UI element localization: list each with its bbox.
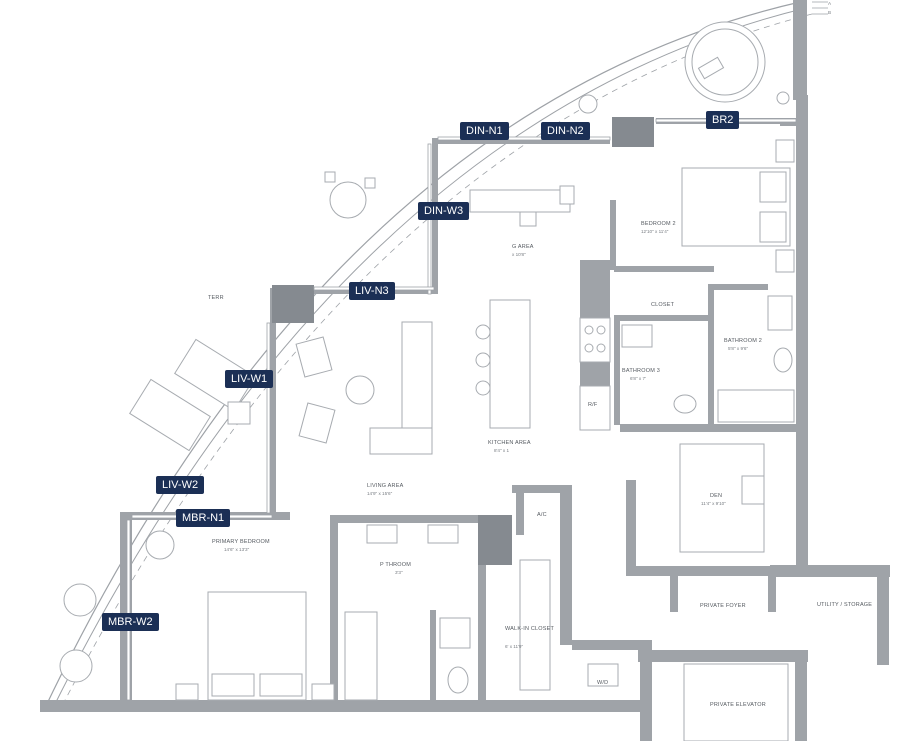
room-label-bathroom2: BATHROOM 2 [724,338,762,344]
room-label-den: DEN [710,493,722,499]
structural-columns [272,117,654,565]
terrace-furniture [59,21,790,683]
room-label-bedroom2: BEDROOM 2 [641,221,676,227]
room-label-bathroom3: BATHROOM 3 [622,368,660,374]
room-size-primary-bedroom: 14'6" x 13'3" [224,547,250,552]
bedroom2-furniture [681,139,795,273]
room-label-dining: G AREA [512,244,534,250]
terrace-outline [43,1,828,711]
marker-din-n2[interactable]: DIN-N2 [541,122,590,140]
room-label-living: LIVING AREA [367,483,404,489]
marker-liv-w1[interactable]: LIV-W1 [225,370,274,388]
marker-liv-w2[interactable]: LIV-W2 [156,476,205,494]
marker-mbr-n1[interactable]: MBR-N1 [176,509,231,527]
appliance-label-fridge: R/F [588,402,598,408]
room-size-bathroom3: 6'8" x 7' [630,376,646,381]
room-label-private-foyer: PRIVATE FOYER [700,603,746,609]
room-label-kitchen: KITCHEN AREA [488,440,531,446]
room-label-private-elevator: PRIVATE ELEVATOR [710,702,766,708]
room-label-closet: CLOSET [651,302,675,308]
kitchen-counter [579,317,611,431]
primary-bedroom-furniture [175,591,335,701]
appliance-label-wd: W/D [597,680,608,686]
room-label-walk-in-closet: WALK-IN CLOSET [505,626,554,632]
room-size-den: 11'4" x 9'10" [701,501,726,506]
room-size-kitchen: 8'4" x 1 [494,448,509,453]
room-size-living: 14'9" x 15'6" [367,491,393,496]
room-size-walk-in-closet: 6' x 11'9" [505,644,523,649]
marker-din-w3[interactable]: DIN-W3 [418,202,470,220]
room-label-utility: UTILITY / STORAGE [817,602,872,608]
marker-din-n1[interactable]: DIN-N1 [460,122,509,140]
bathroom-fixtures [344,295,795,701]
den-furniture [679,443,765,553]
section-marker-b: B [828,10,831,15]
room-label-ac: A/C [537,512,547,518]
room-size-primary-bathroom: 3'3" [395,570,403,575]
room-size-bedroom2: 12'10" x 11'4" [641,229,669,234]
closet-fixtures [519,559,789,741]
living-furniture [295,299,531,455]
marker-liv-n3[interactable]: LIV-N3 [349,282,395,300]
marker-br2[interactable]: BR2 [706,111,740,129]
marker-mbr-w2[interactable]: MBR-W2 [102,613,159,631]
section-marker-a: A [828,1,832,6]
exterior-walls [40,0,890,712]
room-size-dining: x 10'8" [512,252,526,257]
dining-furniture [469,185,575,227]
room-size-bathroom2: 5'8" x 9'6" [728,346,748,351]
room-label-terrace: TERR [208,295,224,301]
room-label-primary-bedroom: PRIMARY BEDROOM [212,539,270,545]
room-label-primary-bathroom: P THROOM [380,562,411,568]
